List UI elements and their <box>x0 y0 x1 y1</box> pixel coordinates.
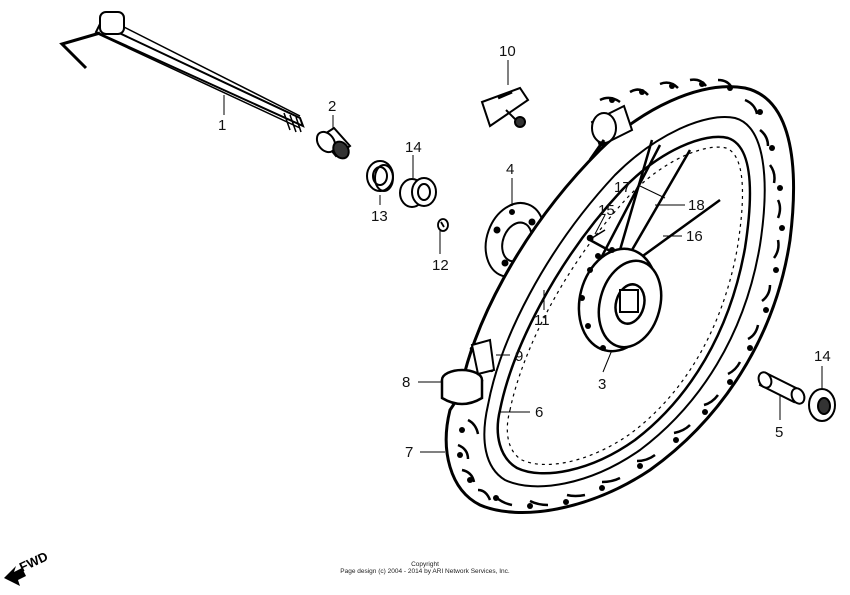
callout-9: 9 <box>515 348 523 365</box>
bearing-left <box>366 160 394 192</box>
tube <box>440 346 494 406</box>
callout-12: 12 <box>432 257 449 274</box>
axle <box>59 11 305 133</box>
callout-5: 5 <box>775 424 783 441</box>
copyright-line-1: Copyright <box>411 561 439 568</box>
callout-2: 2 <box>328 98 336 115</box>
tire-valve-top <box>588 104 634 161</box>
callout-8: 8 <box>402 374 410 391</box>
callout-13: 13 <box>371 208 388 225</box>
callout-1: 1 <box>218 117 226 134</box>
wheel-assembly <box>444 78 796 514</box>
callout-3: 3 <box>598 376 606 393</box>
callout-4: 4 <box>506 161 514 178</box>
callout-16: 16 <box>686 228 703 245</box>
callout-17: 17 <box>614 179 631 196</box>
callout-6: 6 <box>535 404 543 421</box>
copyright-line-2: Page design (c) 2004 - 2014 by ARI Netwo… <box>340 568 510 575</box>
bearing-right <box>399 177 437 208</box>
rim-band <box>470 338 496 376</box>
spoke-detail <box>586 229 606 242</box>
callout-18: 18 <box>688 197 705 214</box>
dust-seal <box>437 218 449 232</box>
bearing-far-right <box>808 388 836 422</box>
callout-14-left: 14 <box>405 139 422 156</box>
collar <box>315 126 352 160</box>
callout-11: 11 <box>534 312 550 329</box>
callout-7: 7 <box>405 444 413 461</box>
callout-10: 10 <box>499 43 516 60</box>
hub <box>577 247 663 353</box>
callout-15: 15 <box>598 202 615 219</box>
callout-14-right: 14 <box>814 348 831 365</box>
speedometer-gearbox <box>480 86 530 128</box>
collar-right <box>757 371 806 405</box>
